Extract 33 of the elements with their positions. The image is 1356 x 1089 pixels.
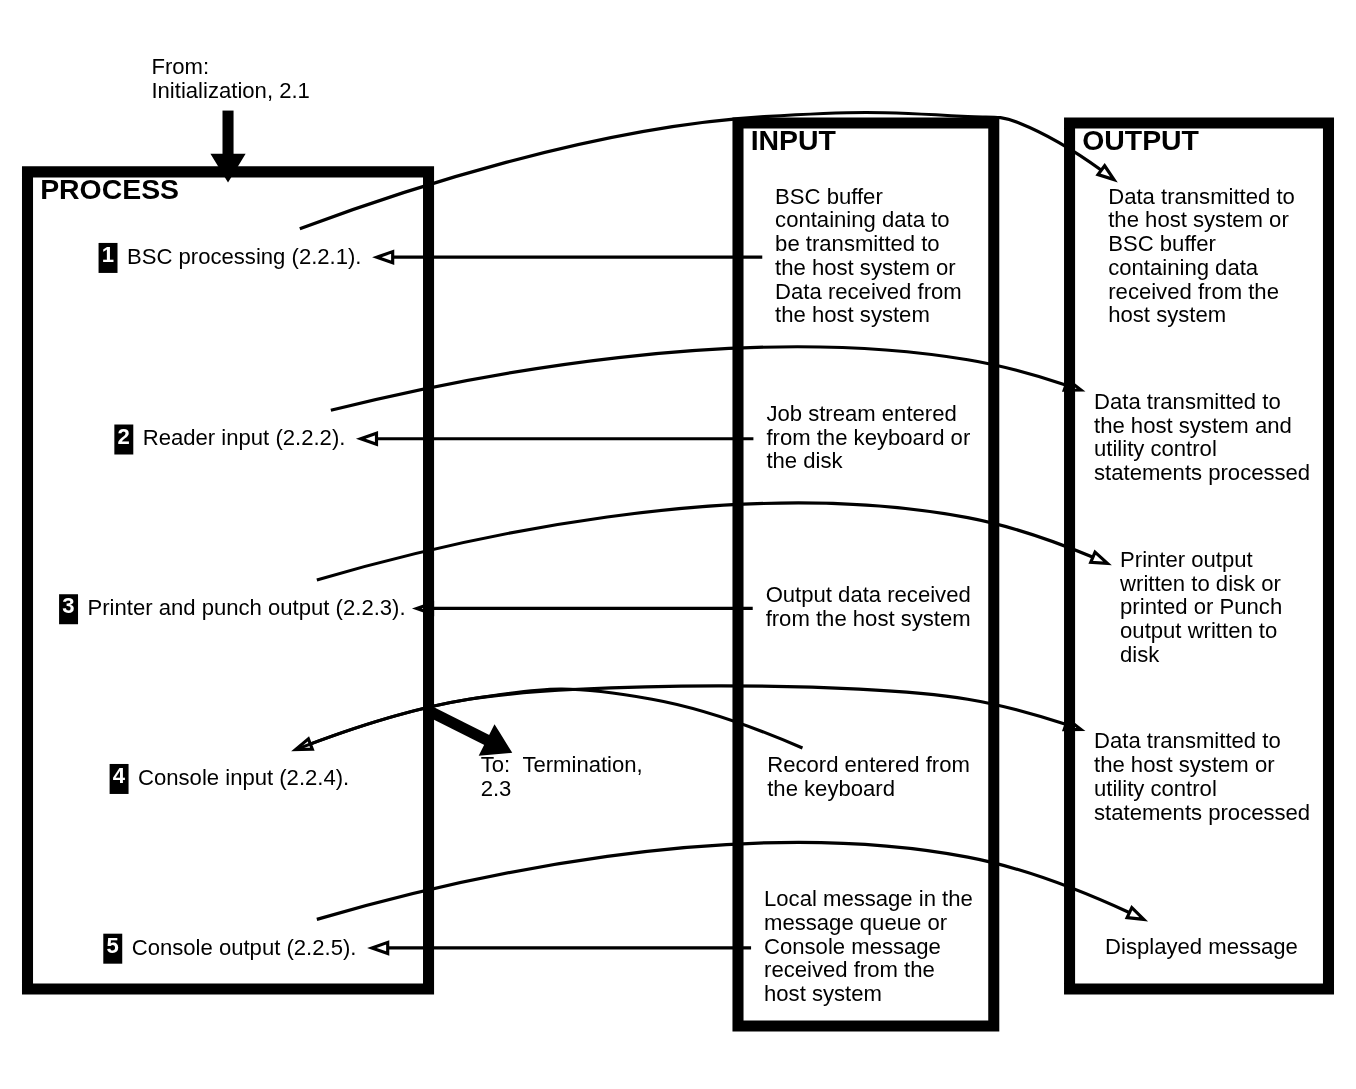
- arrow: [299, 110, 1118, 231]
- arrow: [330, 345, 1086, 412]
- node-label: Printer and punch output (2.2.3).: [87, 595, 406, 621]
- arrow: [291, 687, 804, 752]
- node-box: 5: [103, 933, 123, 964]
- node-label: Reader input (2.2.2).: [142, 425, 346, 451]
- node-text: Record entered from the keyboard: [767, 752, 970, 801]
- node-box: 1: [98, 242, 118, 273]
- arrow: [372, 249, 763, 265]
- node-box: 4: [109, 763, 129, 794]
- arrow: [355, 430, 754, 447]
- node-text: To: Termination, 2.3: [480, 752, 643, 801]
- arrow: [411, 600, 753, 617]
- node-text: Data transmitted to the host system or utility control statements processed: [1094, 728, 1311, 825]
- node-label: Console output (2.2.5).: [131, 934, 357, 960]
- node-text: Output data received from the host system: [765, 582, 971, 632]
- arrow: [316, 501, 1112, 582]
- node-label: BSC processing (2.2.1).: [126, 243, 362, 269]
- node-text: Local message in the message queue or Console message received from the host system: [764, 886, 973, 1007]
- node-text: Data transmitted to the host system and utility control statements processed: [1094, 389, 1311, 486]
- node-text: From: Initialization, 2.1: [151, 54, 310, 103]
- node-text: BSC buffer containing data to be transmitted to the host system or Data received from the host system: [775, 183, 962, 328]
- arrow: [367, 940, 752, 956]
- node-text: Job stream entered from the keyboard or the disk: [766, 400, 971, 474]
- node-text: Displayed message: [1105, 933, 1298, 959]
- arrow: [295, 684, 1086, 752]
- node-label: Console input (2.2.4).: [138, 764, 350, 790]
- node-box: 3: [59, 594, 79, 625]
- arrow: [316, 841, 1149, 922]
- node-text: Printer output written to disk or printed or Punch output written to disk: [1120, 546, 1283, 667]
- node-box: 2: [114, 424, 134, 455]
- node-text: Data transmitted to the host system or BSC buffer containing data received from the host system: [1108, 183, 1295, 328]
- arrow: [210, 110, 246, 183]
